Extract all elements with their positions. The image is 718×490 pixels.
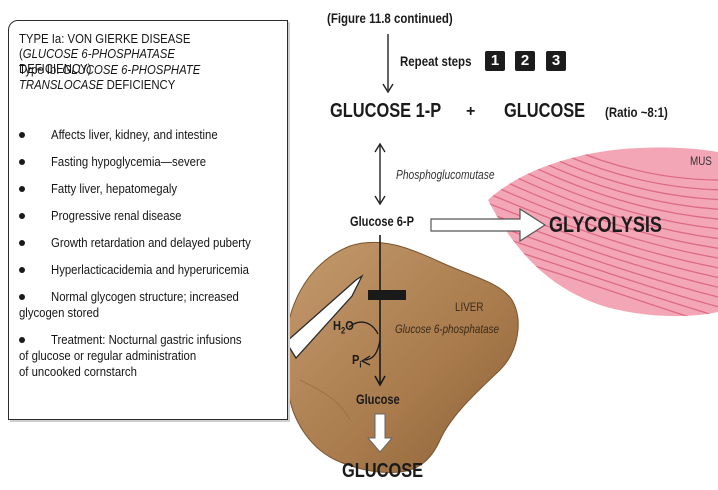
figure-continued-label: (Figure 11.8 continued) <box>327 10 453 26</box>
bullet-8-continued-1: of glucose or regular administration <box>19 348 196 363</box>
bullet-2: Fasting hypoglycemia—severe <box>51 154 206 169</box>
type-ib-deficiency: TRANSLOCASE DEFICIENCY <box>19 77 175 92</box>
ratio-label: (Ratio ~8:1) <box>605 104 668 120</box>
bullet-dot <box>19 267 25 273</box>
step-number-1: 1 <box>485 51 505 71</box>
arrow-bidirectional <box>375 144 385 204</box>
bullet-1: Affects liver, kidney, and intestine <box>51 127 218 142</box>
glucose-output-label: GLUCOSE <box>342 460 423 483</box>
bullet-dot <box>19 213 25 219</box>
bullet-8-continued-2: of uncooked cornstarch <box>19 364 137 379</box>
bullet-7: Normal glycogen structure; increased <box>51 289 239 304</box>
glucose-label: GLUCOSE <box>504 100 585 123</box>
bullet-5: Growth retardation and delayed puberty <box>51 235 251 250</box>
glucose-1p-label: GLUCOSE 1-P <box>330 100 441 123</box>
phosphoglucomutase-label: Phosphoglucomutase <box>396 168 495 182</box>
plus-sign: + <box>466 103 475 121</box>
liver-illustration <box>285 242 518 472</box>
arrow-down-top <box>383 34 393 92</box>
step-number-2: 2 <box>515 51 535 71</box>
bullet-dot <box>19 294 25 300</box>
type-ia-heading: TYPE Ia: VON GIERKE DISEASE <box>19 31 190 46</box>
bullet-dot <box>19 240 25 246</box>
bullet-dot <box>19 186 25 192</box>
disease-info-box: TYPE Ia: VON GIERKE DISEASE (GLUCOSE 6-P… <box>8 20 288 420</box>
glucose-inside-liver-label: Glucose <box>356 392 400 407</box>
bullet-6: Hyperlacticacidemia and hyperuricemia <box>51 262 249 277</box>
muscle-label: MUS <box>690 154 712 168</box>
bullet-7-continued: glycogen stored <box>19 305 99 320</box>
type-ib-heading: Type Ib: GLUCOSE 6-PHOSPHATE <box>19 62 200 77</box>
glycolysis-label: GLYCOLYSIS <box>549 212 662 238</box>
bullet-dot <box>19 132 25 138</box>
liver-label: LIVER <box>455 300 483 314</box>
repeat-steps-label: Repeat steps <box>400 53 471 69</box>
bullet-dot <box>19 337 25 343</box>
bullet-dot <box>19 159 25 165</box>
water-label: H2O <box>333 318 354 336</box>
bullet-3: Fatty liver, hepatomegaly <box>51 181 177 196</box>
er-membrane-block <box>368 290 406 300</box>
step-number-3: 3 <box>546 51 566 71</box>
phosphate-label: Pi <box>352 352 362 370</box>
glucose-6-phosphatase-label: Glucose 6-phosphatase <box>395 322 499 336</box>
arrow-to-glycolysis <box>431 209 545 241</box>
glucose-6p-label: Glucose 6-P <box>350 214 414 229</box>
bullet-8: Treatment: Nocturnal gastric infusions <box>51 332 242 347</box>
bullet-4: Progressive renal disease <box>51 208 181 223</box>
